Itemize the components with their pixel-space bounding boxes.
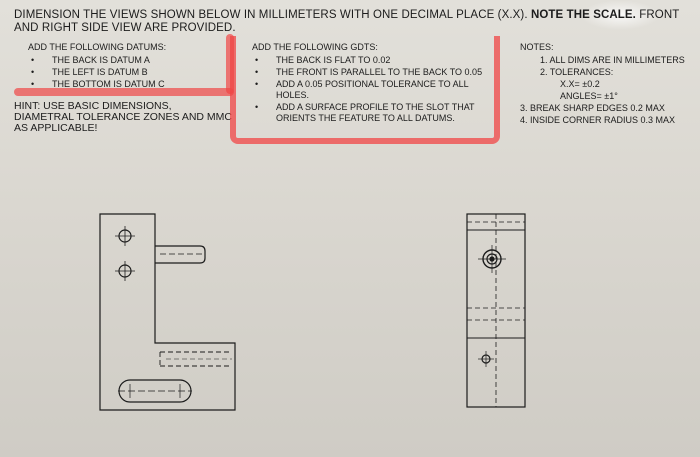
gdts-section: ADD THE FOLLOWING GDTS: THE BACK IS FLAT…: [252, 42, 492, 125]
notes-list: 1. ALL DIMS ARE IN MILLIMETERS 2. TOLERA…: [520, 55, 695, 126]
datums-section: ADD THE FOLLOWING DATUMS: THE BACK IS DA…: [28, 42, 218, 91]
datums-list: THE BACK IS DATUM A THE LEFT IS DATUM B …: [28, 55, 218, 90]
datum-a-item: THE BACK IS DATUM A: [28, 55, 218, 66]
gdts-list: THE BACK IS FLAT TO 0.02 THE FRONT IS PA…: [252, 55, 492, 124]
page-title: DIMENSION THE VIEWS SHOWN BELOW IN MILLI…: [14, 9, 694, 35]
gdt-parallel-item: THE FRONT IS PARALLEL TO THE BACK TO 0.0…: [252, 67, 492, 78]
side-hole-lower: [478, 351, 494, 367]
red-highlight-vertical: [226, 34, 234, 94]
front-slot: [118, 379, 192, 403]
side-pin-end: [478, 245, 506, 273]
red-highlight-stroke: [14, 88, 234, 96]
gdt-flatness-item: THE BACK IS FLAT TO 0.02: [252, 55, 492, 66]
light-glare: [580, 0, 660, 30]
hint-text: HINT: USE BASIC DIMENSIONS, DIAMETRAL TO…: [14, 100, 233, 134]
title-instruction: DIMENSION THE VIEWS SHOWN BELOW IN MILLI…: [14, 9, 528, 21]
datum-b-item: THE LEFT IS DATUM B: [28, 67, 218, 78]
datum-c-item: THE BOTTOM IS DATUM C: [28, 79, 218, 90]
right-side-view: [466, 213, 526, 408]
gdt-profile-item: ADD A SURFACE PROFILE TO THE SLOT THAT O…: [252, 102, 492, 124]
title-views-provided: FRONT AND RIGHT SIDE VIEW ARE PROVIDED.: [14, 9, 680, 34]
front-hole-upper: [115, 226, 135, 246]
front-view: [99, 213, 236, 411]
gdt-position-item: ADD A 0.05 POSITIONAL TOLERANCE TO ALL H…: [252, 79, 492, 101]
front-view-pin: [155, 245, 206, 264]
note-tol-angles: ANGLES= ±1°: [560, 91, 618, 101]
front-hole-lower: [115, 261, 135, 281]
front-hidden-bore: [159, 351, 232, 367]
note-break-edges: 3. BREAK SHARP EDGES 0.2 MAX: [520, 103, 665, 113]
note-tolerances: 2. TOLERANCES:: [540, 67, 614, 77]
gdts-heading: ADD THE FOLLOWING GDTS:: [252, 42, 378, 52]
datums-heading: ADD THE FOLLOWING DATUMS:: [28, 42, 167, 52]
title-emphasis: NOTE THE SCALE.: [530, 9, 636, 21]
note-tol-linear: X.X= ±0.2: [560, 79, 600, 89]
notes-section: NOTES: 1. ALL DIMS ARE IN MILLIMETERS 2.…: [520, 42, 695, 127]
note-corner-radius: 4. INSIDE CORNER RADIUS 0.3 MAX: [520, 115, 676, 125]
notes-heading: NOTES:: [520, 42, 554, 52]
front-view-outline: [99, 213, 236, 411]
note-units: 1. ALL DIMS ARE IN MILLIMETERS: [540, 55, 685, 65]
side-hidden-lines: [467, 214, 525, 407]
